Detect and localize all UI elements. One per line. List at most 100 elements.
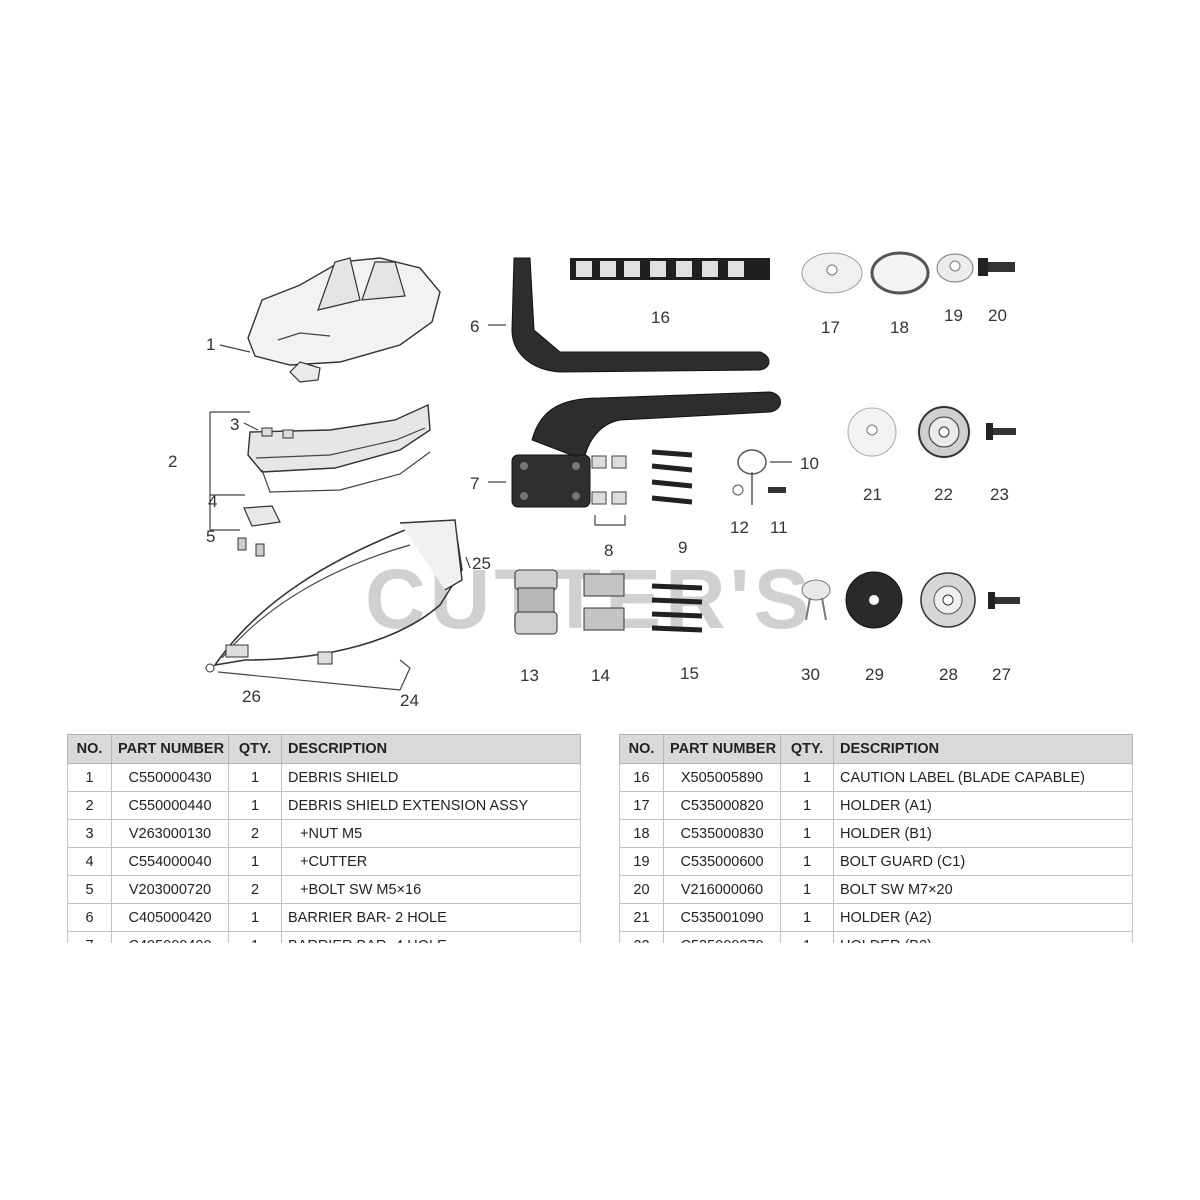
cell-no: 2 bbox=[67, 791, 112, 820]
callout-19: 19 bbox=[944, 306, 963, 325]
cell-description: DEBRIS SHIELD EXTENSION ASSY bbox=[281, 791, 581, 820]
table-row: 18 C535000830 1 HOLDER (B1) bbox=[619, 819, 1133, 848]
cell-description: BARRIER BAR- 2 HOLE bbox=[281, 903, 581, 932]
cell-no: 6 bbox=[67, 903, 112, 932]
cell-no: 5 bbox=[67, 875, 112, 904]
callout-23: 23 bbox=[990, 485, 1009, 504]
cell-description: BOLT GUARD (C1) bbox=[833, 847, 1133, 876]
part-24-harness bbox=[205, 519, 463, 673]
callout-30: 30 bbox=[801, 665, 820, 684]
part-9-bolts bbox=[651, 449, 693, 505]
table-row: 19 C535000600 1 BOLT GUARD (C1) bbox=[619, 847, 1133, 876]
part-20-bolt bbox=[978, 258, 1015, 276]
cell-part-number: C550000440 bbox=[111, 791, 229, 820]
callout-17: 17 bbox=[821, 318, 840, 337]
callout-3: 3 bbox=[230, 415, 239, 434]
cell-part-number: V203000720 bbox=[111, 875, 229, 904]
col-header-description: DESCRIPTION bbox=[281, 734, 581, 764]
part-1-debris-shield bbox=[247, 257, 441, 383]
table-row: 2 C550000440 1 DEBRIS SHIELD EXTENSION A… bbox=[67, 791, 581, 820]
part-27-bolt bbox=[988, 592, 1020, 609]
cell-qty: 1 bbox=[780, 819, 834, 848]
callout-2: 2 bbox=[168, 452, 177, 471]
cell-part-number: V216000060 bbox=[663, 875, 781, 904]
col-header-qty: QTY. bbox=[780, 734, 834, 764]
col-header-no: NO. bbox=[67, 734, 112, 764]
cell-no: 16 bbox=[619, 763, 664, 792]
cell-qty: 1 bbox=[228, 763, 282, 792]
part-18-holder bbox=[870, 251, 930, 295]
callout-14: 14 bbox=[591, 666, 610, 685]
cell-description: +NUT M5 bbox=[281, 819, 581, 848]
part-17-holder bbox=[801, 252, 863, 294]
callout-12: 12 bbox=[730, 518, 749, 537]
callout-25: 25 bbox=[472, 554, 491, 573]
part-30-plug bbox=[801, 579, 831, 621]
cell-no: 18 bbox=[619, 819, 664, 848]
part-16-caution-label bbox=[570, 258, 770, 280]
part-3-nuts bbox=[261, 427, 294, 439]
part-28-holder bbox=[920, 572, 976, 628]
callout-9: 9 bbox=[678, 538, 687, 557]
callout-16: 16 bbox=[651, 308, 670, 327]
callout-4: 4 bbox=[208, 492, 217, 511]
part-5-bolts bbox=[237, 537, 265, 557]
table-row: 17 C535000820 1 HOLDER (A1) bbox=[619, 791, 1133, 820]
part-13-clamp bbox=[514, 569, 558, 635]
part-7-barrier-bar bbox=[511, 391, 781, 508]
callout-15: 15 bbox=[680, 664, 699, 683]
cell-description: DEBRIS SHIELD bbox=[281, 763, 581, 792]
part-12-washer bbox=[732, 484, 744, 496]
cell-qty: 2 bbox=[228, 875, 282, 904]
cell-description: +BOLT SW M5×16 bbox=[281, 875, 581, 904]
callout-29: 29 bbox=[865, 665, 884, 684]
callout-5: 5 bbox=[206, 527, 215, 546]
col-header-description: DESCRIPTION bbox=[833, 734, 1133, 764]
cell-qty: 1 bbox=[228, 903, 282, 932]
table-row: 4 C554000040 1 +CUTTER bbox=[67, 847, 581, 876]
part-6-barrier-bar bbox=[511, 257, 770, 373]
cell-part-number: C535000600 bbox=[663, 847, 781, 876]
callout-18: 18 bbox=[890, 318, 909, 337]
cell-no: 20 bbox=[619, 875, 664, 904]
cell-qty: 1 bbox=[780, 875, 834, 904]
cell-qty: 1 bbox=[228, 791, 282, 820]
table-header-row: NO. PART NUMBER QTY. DESCRIPTION bbox=[619, 734, 1133, 764]
cell-part-number: C535000830 bbox=[663, 819, 781, 848]
part-10-clip bbox=[737, 449, 767, 505]
cell-description: CAUTION LABEL (BLADE CAPABLE) bbox=[833, 763, 1133, 792]
cell-qty: 1 bbox=[780, 791, 834, 820]
cell-part-number: X505005890 bbox=[663, 763, 781, 792]
table-header-row: NO. PART NUMBER QTY. DESCRIPTION bbox=[67, 734, 581, 764]
cell-qty: 2 bbox=[228, 819, 282, 848]
callout-27: 27 bbox=[992, 665, 1011, 684]
cell-description: HOLDER (A2) bbox=[833, 903, 1133, 932]
col-header-part-number: PART NUMBER bbox=[111, 734, 229, 764]
callout-1: 1 bbox=[206, 335, 215, 354]
part-22-holder bbox=[918, 406, 970, 458]
cell-part-number: C554000040 bbox=[111, 847, 229, 876]
cell-no: 4 bbox=[67, 847, 112, 876]
col-header-part-number: PART NUMBER bbox=[663, 734, 781, 764]
col-header-no: NO. bbox=[619, 734, 664, 764]
table-row: 5 V203000720 2 +BOLT SW M5×16 bbox=[67, 875, 581, 904]
cell-qty: 1 bbox=[780, 903, 834, 932]
callout-8: 8 bbox=[604, 541, 613, 560]
cell-qty: 1 bbox=[780, 763, 834, 792]
table-row: 16 X505005890 1 CAUTION LABEL (BLADE CAP… bbox=[619, 763, 1133, 792]
parts-table-left: NO. PART NUMBER QTY. DESCRIPTION 1 C5500… bbox=[67, 734, 581, 960]
callout-22: 22 bbox=[934, 485, 953, 504]
cell-no: 1 bbox=[67, 763, 112, 792]
image-crop-edge bbox=[0, 943, 1200, 1200]
table-row: 20 V216000060 1 BOLT SW M7×20 bbox=[619, 875, 1133, 904]
exploded-parts-diagram: CUTTER'S bbox=[168, 251, 1020, 710]
callout-28: 28 bbox=[939, 665, 958, 684]
table-row: 3 V263000130 2 +NUT M5 bbox=[67, 819, 581, 848]
part-15-bolts bbox=[651, 583, 703, 633]
cell-description: HOLDER (A1) bbox=[833, 791, 1133, 820]
part-21-holder bbox=[847, 407, 897, 457]
cell-part-number: C550000430 bbox=[111, 763, 229, 792]
callout-7: 7 bbox=[470, 474, 479, 493]
cell-description: +CUTTER bbox=[281, 847, 581, 876]
part-8-plates bbox=[591, 455, 627, 505]
